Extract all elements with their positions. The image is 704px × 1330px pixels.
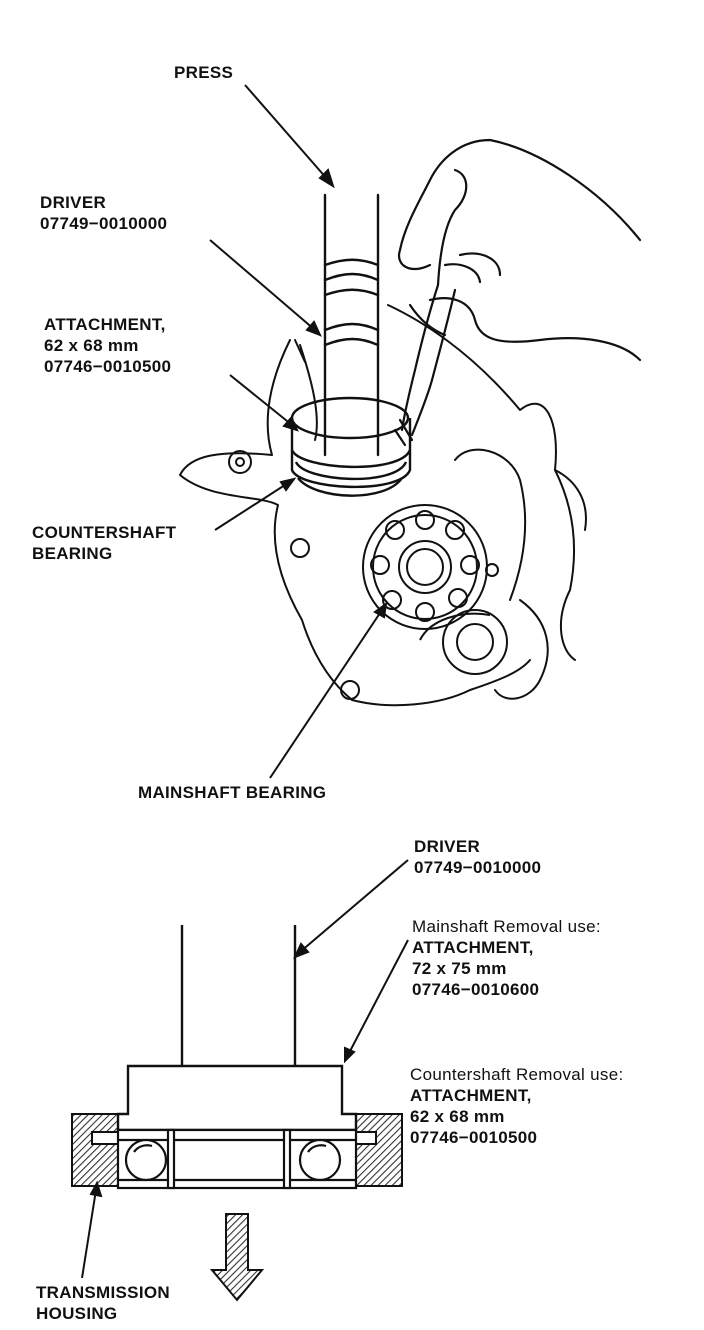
label-driver-bottom-line1: DRIVER (414, 837, 481, 856)
label-transmission-housing-line2: HOUSING (36, 1304, 118, 1323)
label-countershaft-removal-line4: 07746−0010500 (410, 1128, 538, 1147)
hand-with-pliers (393, 138, 642, 447)
attachment-top (290, 396, 412, 497)
leader-lines-upper (209, 84, 388, 779)
label-driver-top-line2: 07749−0010000 (40, 214, 168, 233)
label-countershaft-bearing-line1: COUNTERSHAFT (32, 523, 177, 542)
down-arrow-icon (209, 1213, 265, 1302)
attachment-lower (116, 1064, 358, 1132)
label-mainshaft-bearing: MAINSHAFT BEARING (138, 782, 326, 803)
label-driver-bottom: DRIVER 07749−0010000 (414, 836, 541, 878)
mainshaft-bearing-drawing (362, 504, 508, 675)
label-mainshaft-removal-line3: 72 x 75 mm (412, 959, 507, 978)
label-driver-top-line1: DRIVER (40, 193, 107, 212)
label-mainshaft-bearing-text: MAINSHAFT BEARING (138, 783, 327, 802)
label-mainshaft-removal-line1: Mainshaft Removal use: (412, 917, 601, 936)
label-transmission-housing-line1: TRANSMISSION (36, 1283, 170, 1302)
label-mainshaft-removal: Mainshaft Removal use: ATTACHMENT, 72 x … (412, 916, 601, 1000)
label-countershaft-removal: Countershaft Removal use: ATTACHMENT, 62… (410, 1064, 624, 1148)
housing-section (71, 1113, 403, 1187)
label-attachment-top-line2: 62 x 68 mm (44, 336, 139, 355)
label-attachment-top-line1: ATTACHMENT, (44, 315, 166, 334)
label-countershaft-bearing-line2: BEARING (32, 544, 113, 563)
label-countershaft-removal-line3: 62 x 68 mm (410, 1107, 505, 1126)
bearing-lower (116, 1128, 358, 1190)
transmission-case-outline (179, 304, 587, 707)
press-driver-shaft (323, 193, 380, 457)
label-attachment-top-line3: 07746−0010500 (44, 357, 172, 376)
driver-shaft-lower (180, 925, 297, 1066)
label-countershaft-bearing: COUNTERSHAFT BEARING (32, 522, 176, 564)
label-mainshaft-removal-line2: ATTACHMENT, (412, 938, 534, 957)
label-transmission-housing: TRANSMISSION HOUSING (36, 1282, 170, 1324)
label-driver-bottom-line2: 07749−0010000 (414, 858, 542, 877)
label-countershaft-removal-line2: ATTACHMENT, (410, 1086, 532, 1105)
label-mainshaft-removal-line4: 07746−0010600 (412, 980, 540, 999)
label-attachment-top: ATTACHMENT, 62 x 68 mm 07746−0010500 (44, 314, 171, 377)
label-driver-top: DRIVER 07749−0010000 (40, 192, 167, 234)
label-press: PRESS (174, 62, 233, 83)
label-press-text: PRESS (174, 63, 234, 82)
label-countershaft-removal-line1: Countershaft Removal use: (410, 1065, 624, 1084)
leader-lines-lower (81, 859, 409, 1279)
